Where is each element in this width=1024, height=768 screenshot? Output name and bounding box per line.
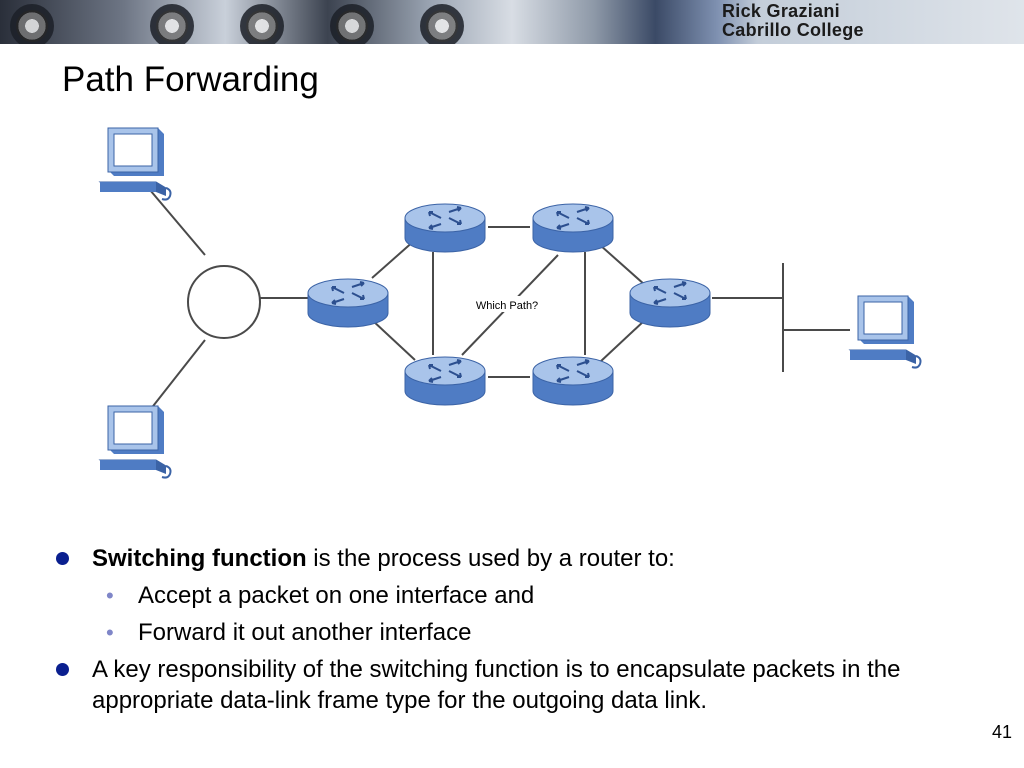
which-path-label: Which Path? — [476, 300, 538, 312]
banner-line-2: Cabrillo College — [722, 20, 864, 40]
bullet-text: is the process used by a router to: — [306, 545, 675, 572]
banner-decoration — [420, 4, 464, 44]
computer-icon — [99, 127, 172, 201]
bullet-item: Switching function is the process used b… — [56, 543, 956, 574]
computer-icon — [99, 405, 172, 479]
bullet-item: A key responsibility of the switching fu… — [56, 654, 956, 716]
bullet-text: A key responsibility of the switching fu… — [92, 656, 901, 714]
page-title: Path Forwarding — [62, 60, 319, 99]
sub-bullet-item: • Accept a packet on one interface and — [56, 580, 956, 611]
computer-icon — [849, 295, 922, 369]
label-background — [466, 296, 548, 312]
router-icon — [532, 203, 614, 253]
router-icon — [404, 203, 486, 253]
router-icon — [629, 278, 711, 328]
sub-bullet-text: Forward it out another interface — [138, 619, 472, 646]
banner-decoration — [330, 4, 374, 44]
router-icon — [404, 356, 486, 406]
banner-decoration — [240, 4, 284, 44]
sub-bullet-dot-icon: • — [106, 583, 114, 608]
sub-bullet-text: Accept a packet on one interface and — [138, 582, 535, 609]
banner-decoration — [150, 4, 194, 44]
network-links — [149, 189, 850, 411]
router-icon — [307, 278, 389, 328]
banner-author: Rick Graziani Cabrillo College — [722, 2, 1024, 42]
bullet-list: Switching function is the process used b… — [56, 543, 956, 716]
sub-bullet-dot-icon: • — [106, 620, 114, 645]
bullet-dot-icon — [56, 552, 69, 565]
page-number: 41 — [992, 722, 1013, 742]
bullet-dot-icon — [56, 663, 69, 676]
bullet-bold-term: Switching function — [92, 545, 307, 572]
banner-line-1: Rick Graziani — [722, 1, 840, 21]
header-banner: Rick Graziani Cabrillo College — [0, 0, 1024, 44]
network-diagram: Which Path? — [99, 127, 922, 479]
router-icon — [532, 356, 614, 406]
hub-node — [187, 265, 261, 339]
banner-decoration — [10, 4, 54, 44]
sub-bullet-item: • Forward it out another interface — [56, 617, 956, 648]
